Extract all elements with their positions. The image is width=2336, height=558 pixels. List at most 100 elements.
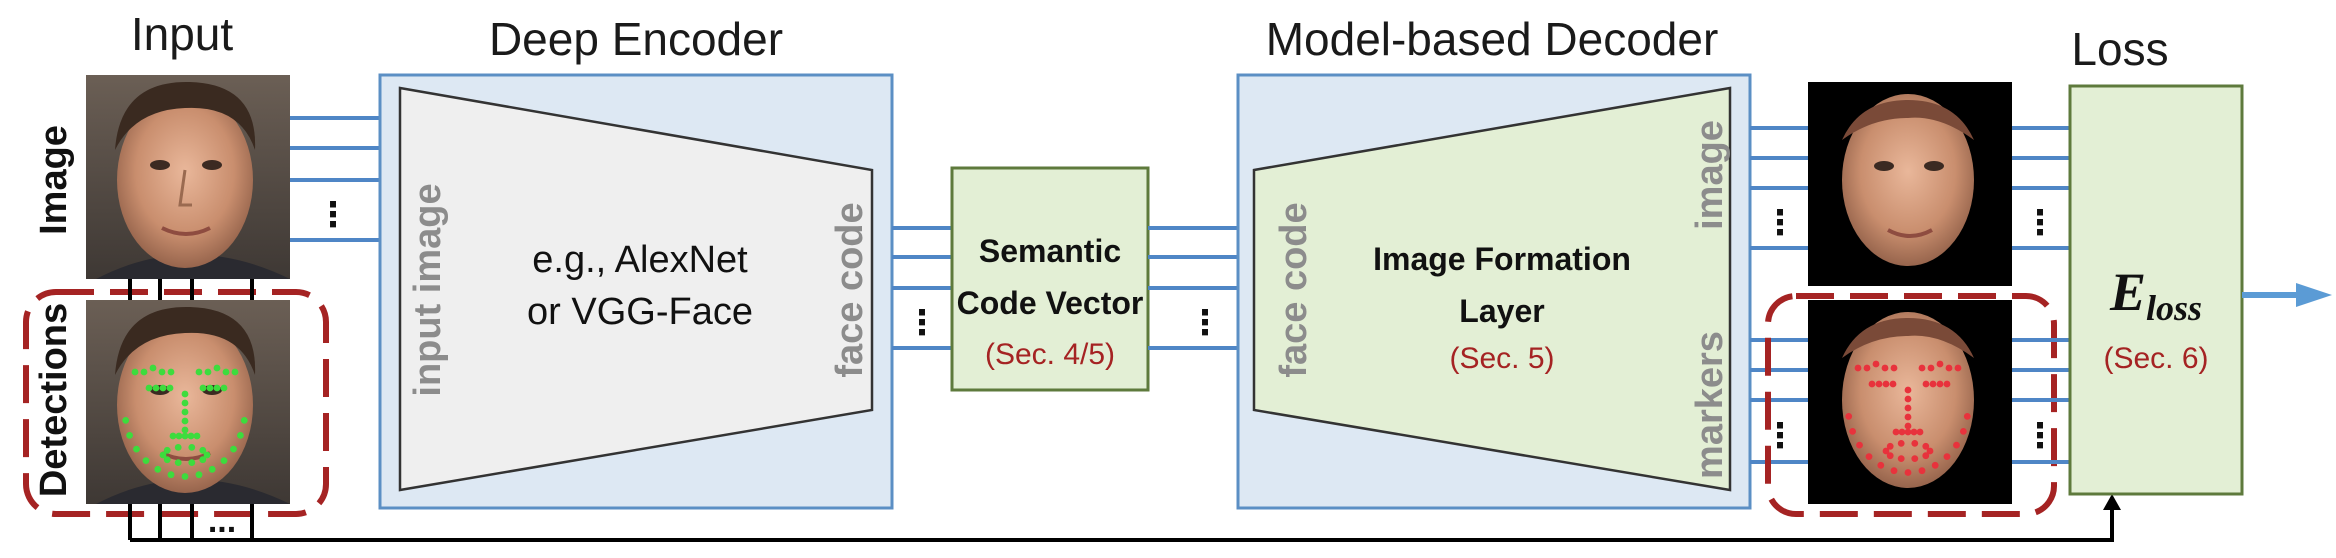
landmark-point xyxy=(1863,364,1871,372)
landmark-point xyxy=(122,417,130,424)
landmark-point xyxy=(159,384,167,392)
landmark-point xyxy=(1904,404,1912,412)
loss-input-arrowhead xyxy=(2103,494,2121,510)
landmark-point xyxy=(169,432,177,440)
loss-ref: (Sec. 6) xyxy=(2103,342,2208,375)
landmark-point xyxy=(1882,447,1890,455)
code-vector-box xyxy=(950,166,1150,392)
encoder-output-lines xyxy=(892,226,952,350)
landmark-point xyxy=(1877,461,1885,469)
landmark-point xyxy=(1922,452,1930,460)
landmark-point xyxy=(1918,364,1926,372)
loss-symbol-main: E xyxy=(2109,262,2146,322)
landmark-point xyxy=(167,471,175,479)
rendered-landmarks xyxy=(1845,360,1971,476)
landmark-point xyxy=(195,471,203,479)
landmark-point xyxy=(1865,453,1873,460)
landmark-point xyxy=(166,384,174,392)
code-vector-line2: Code Vector xyxy=(957,285,1144,321)
rendered-image-to-loss-lines xyxy=(2012,126,2070,250)
rendered-face xyxy=(1808,82,2012,286)
decoder-out-image-label: image xyxy=(1689,120,1731,230)
detection-face-photo xyxy=(86,300,290,504)
landmark-point xyxy=(1918,467,1926,475)
landmark-point xyxy=(1954,364,1962,372)
loss-symbol-subscript: loss xyxy=(2146,288,2202,328)
landmark-point xyxy=(1875,380,1883,388)
landmark-point xyxy=(1929,380,1937,388)
code-vector-lines-ellipsis: ⋮ xyxy=(1188,304,1222,342)
landmark-point xyxy=(1892,428,1900,436)
landmark-point xyxy=(220,384,228,392)
landmark-point xyxy=(167,368,175,376)
landmark-point xyxy=(1854,364,1862,372)
landmark-point xyxy=(1931,461,1939,469)
landmark-point xyxy=(1849,428,1856,435)
decoder-title: Model-based Decoder xyxy=(1266,13,1719,65)
input-image-lines xyxy=(290,116,380,242)
landmark-point xyxy=(1926,447,1934,455)
landmark-point xyxy=(203,451,211,459)
landmark-point xyxy=(175,432,183,440)
landmark-point xyxy=(213,384,221,392)
landmark-point xyxy=(1904,428,1912,436)
landmark-point xyxy=(231,368,239,376)
landmark-point xyxy=(140,368,148,376)
encoder-input-label: input image xyxy=(407,183,449,396)
decoder-line1: Image Formation xyxy=(1373,241,1631,277)
landmark-point xyxy=(1963,413,1971,420)
landmark-point xyxy=(163,456,171,464)
landmark-point xyxy=(1872,360,1880,368)
landmark-point xyxy=(181,426,189,434)
landmark-point xyxy=(1927,364,1935,372)
landmark-point xyxy=(1889,380,1897,388)
landmark-point xyxy=(188,459,196,466)
landmark-point xyxy=(181,390,189,398)
code-vector-output-lines xyxy=(1148,226,1238,350)
landmark-point xyxy=(1945,364,1953,372)
input-face-photo xyxy=(86,75,290,279)
rendered-markers-lines-ellipsis: ⋮ xyxy=(2023,417,2057,455)
landmark-point xyxy=(174,444,182,451)
landmark-point xyxy=(1904,395,1912,403)
landmark-point xyxy=(149,364,157,372)
landmark-point xyxy=(240,417,248,424)
image-label: Image xyxy=(33,125,75,235)
code-vector-line1: Semantic xyxy=(979,233,1121,269)
landmark-point xyxy=(181,473,189,480)
decoder-image-lines-ellipsis: ⋮ xyxy=(1763,204,1797,242)
decoder-ref: (Sec. 5) xyxy=(1449,342,1554,375)
landmark-point xyxy=(158,368,166,376)
landmark-point xyxy=(1890,467,1898,475)
decoder-out-markers-label: markers xyxy=(1689,331,1731,479)
landmark-point xyxy=(1910,428,1918,436)
landmark-point xyxy=(1960,428,1967,435)
rendered-face-markers xyxy=(1808,300,2012,504)
detection-to-loss-lines xyxy=(128,279,2114,542)
landmark-point xyxy=(199,446,207,454)
landmark-point xyxy=(1936,380,1944,388)
landmark-point xyxy=(1904,422,1912,430)
landmark-point xyxy=(1856,441,1863,449)
landmark-point xyxy=(1943,380,1951,388)
encoder-lines-ellipsis: ⋮ xyxy=(905,304,939,342)
landmark-point xyxy=(204,368,212,376)
landmark-point xyxy=(1881,364,1889,372)
input-lines-ellipsis: ⋮ xyxy=(316,196,350,234)
detections-label: Detections xyxy=(33,303,75,497)
landmark-point xyxy=(126,432,133,439)
landmark-point xyxy=(1845,413,1853,420)
landmark-point xyxy=(1936,360,1944,368)
landmark-point xyxy=(1886,452,1894,460)
decoder-marker-lines xyxy=(1750,338,1808,464)
landmark-point xyxy=(1911,455,1919,462)
landmark-point xyxy=(1916,428,1924,436)
landmark-point xyxy=(187,432,195,440)
landmark-point xyxy=(1904,469,1912,476)
landmark-point xyxy=(163,446,171,454)
input-title: Input xyxy=(131,8,234,60)
landmark-point xyxy=(154,465,162,473)
output-arrow-icon xyxy=(2242,283,2332,307)
landmark-point xyxy=(1897,440,1905,447)
landmark-point xyxy=(1898,428,1906,436)
